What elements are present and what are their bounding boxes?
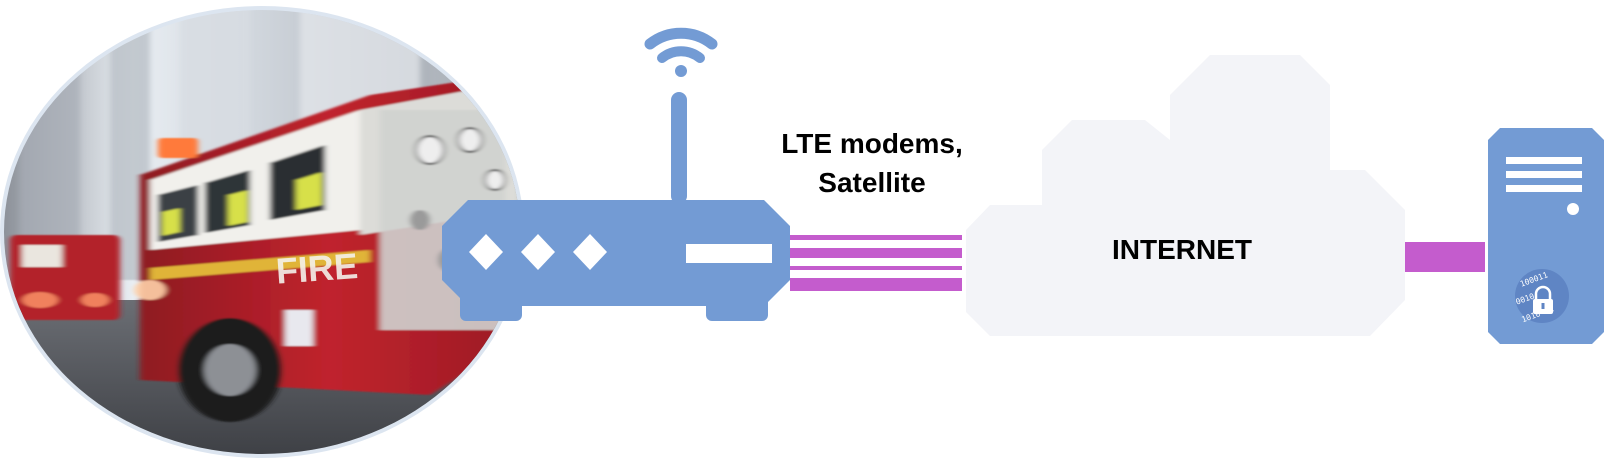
fire-truck-photo: FIRE xyxy=(0,6,524,458)
lte-satellite-links xyxy=(790,235,962,291)
server-tower-icon: 100011 0010 1010 01 xyxy=(1488,128,1604,344)
wifi-signal-icon xyxy=(644,27,718,77)
truck-fire-text: FIRE xyxy=(275,245,360,292)
link-label: LTE modems, Satellite xyxy=(781,128,963,198)
server-link xyxy=(1405,242,1485,272)
wireless-router-icon xyxy=(442,27,790,321)
link-label-line2: Satellite xyxy=(818,167,925,198)
internet-label: INTERNET xyxy=(1112,234,1252,265)
padlock-icon: 100011 0010 1010 01 xyxy=(1514,269,1569,324)
cloud-icon: INTERNET xyxy=(966,55,1405,336)
link-label-line1: LTE modems, xyxy=(781,128,963,159)
